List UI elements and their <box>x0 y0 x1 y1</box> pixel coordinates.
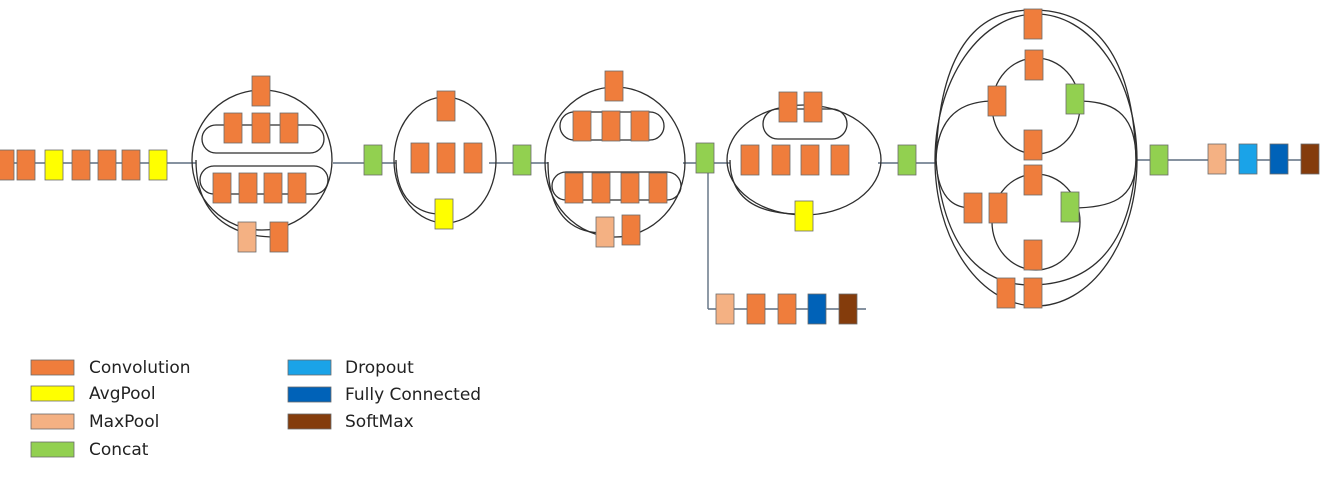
module-a-output-concat-17 <box>363 144 383 176</box>
branch-arc <box>1070 159 1137 209</box>
stem-avgpool-2 <box>44 149 64 181</box>
stem-convolution-3 <box>71 149 91 181</box>
module-a-convolution-8 <box>223 112 243 144</box>
aux-head-fully-connected-38 <box>807 293 827 325</box>
stem-convolution-1 <box>16 149 36 181</box>
module-a-convolution-9 <box>251 112 271 144</box>
module-d-output-concat-47 <box>897 144 917 176</box>
branch-arc <box>1075 100 1137 161</box>
module-b-convolution-21 <box>463 142 483 174</box>
module-b-convolution-19 <box>410 142 430 174</box>
branch-loop <box>201 124 325 154</box>
branch-arc <box>195 159 276 238</box>
branch-arc <box>935 100 995 161</box>
module-d-convolution-40 <box>778 91 798 123</box>
aux-head-softmax-39 <box>838 293 858 325</box>
legend-label-softmax: SoftMax <box>345 412 414 432</box>
legend-swatch-avgpool <box>30 385 75 402</box>
module-c-convolution-27 <box>630 110 650 142</box>
module-c-convolution-30 <box>620 172 640 204</box>
module-a-convolution-14 <box>287 172 307 204</box>
module-e-output-concat-60 <box>1149 144 1169 176</box>
module-e-lower-convolution-53 <box>1023 164 1043 196</box>
legend-label-dropout: Dropout <box>345 358 414 378</box>
branch-arc <box>729 159 801 215</box>
module-b-convolution-18 <box>436 90 456 122</box>
module-a-outline <box>191 89 333 231</box>
branch-loop <box>762 108 848 140</box>
legend-swatch-concat <box>30 441 75 458</box>
module-e-lower-convolution-55 <box>988 192 1008 224</box>
module-c-convolution-28 <box>564 172 584 204</box>
module-a-convolution-7 <box>251 75 271 107</box>
module-d-convolution-41 <box>803 91 823 123</box>
legend-label-concat: Concat <box>89 440 149 460</box>
stem-convolution-5 <box>121 149 141 181</box>
module-e-upper-convolution-52 <box>1023 129 1043 161</box>
legend-swatch-fully-connected <box>287 386 332 403</box>
aux-head-convolution-36 <box>746 293 766 325</box>
head-softmax-64 <box>1300 143 1320 175</box>
module-a-maxpool-15 <box>237 221 257 253</box>
module-b-avgpool-22 <box>434 198 454 230</box>
module-a-convolution-10 <box>279 112 299 144</box>
module-d-avgpool-46 <box>794 200 814 232</box>
module-e-lower-concat-56 <box>1060 191 1080 223</box>
module-e-upper-convolution-49 <box>1024 49 1044 81</box>
stem-convolution-0 <box>0 149 15 181</box>
module-d-convolution-42 <box>740 144 760 176</box>
module-a-convolution-11 <box>212 172 232 204</box>
stem-convolution-4 <box>97 149 117 181</box>
legend-swatch-dropout <box>287 359 332 376</box>
module-b-convolution-20 <box>436 142 456 174</box>
module-d-convolution-45 <box>830 144 850 176</box>
module-c-output-concat-34 <box>695 142 715 174</box>
aux-head-maxpool-35 <box>715 293 735 325</box>
layer-blocks <box>0 8 1320 325</box>
legend-label-convolution: Convolution <box>89 358 191 378</box>
module-e-upper-convolution-48 <box>1023 8 1043 40</box>
module-c-convolution-33 <box>621 214 641 246</box>
legend-swatch-softmax <box>287 413 332 430</box>
branch-loop <box>559 111 665 141</box>
module-c-convolution-24 <box>604 70 624 102</box>
module-e-bottom-convolution-58 <box>996 277 1016 309</box>
legend-label-avgpool: AvgPool <box>89 384 156 404</box>
branch-loop <box>199 165 329 195</box>
module-a-convolution-13 <box>263 172 283 204</box>
module-b-output-concat-23 <box>512 144 532 176</box>
module-e-bottom-convolution-59 <box>1023 277 1043 309</box>
module-c-convolution-26 <box>601 110 621 142</box>
aux-head-convolution-37 <box>777 293 797 325</box>
module-c-convolution-29 <box>591 172 611 204</box>
module-c-convolution-31 <box>648 172 668 204</box>
module-outlines <box>191 9 1138 307</box>
stem-avgpool-6 <box>148 149 168 181</box>
head-dropout-62 <box>1238 143 1258 175</box>
module-a-convolution-12 <box>238 172 258 204</box>
legend-swatch-convolution <box>30 359 75 376</box>
legend-swatch-maxpool <box>30 413 75 430</box>
module-e-lower-convolution-54 <box>963 192 983 224</box>
module-a-convolution-16 <box>269 221 289 253</box>
head-fully-connected-63 <box>1269 143 1289 175</box>
module-e-lower-convolution-57 <box>1023 239 1043 271</box>
legend-label-fully-connected: Fully Connected <box>345 385 481 405</box>
module-d-convolution-44 <box>800 144 820 176</box>
head-maxpool-61 <box>1207 143 1227 175</box>
module-c-convolution-25 <box>572 110 592 142</box>
module-e-upper-convolution-50 <box>987 85 1007 117</box>
module-c-maxpool-32 <box>595 216 615 248</box>
legend-label-maxpool: MaxPool <box>89 412 159 432</box>
module-d-convolution-43 <box>771 144 791 176</box>
module-e-upper-concat-51 <box>1065 83 1085 115</box>
module-c-outline <box>544 86 686 238</box>
